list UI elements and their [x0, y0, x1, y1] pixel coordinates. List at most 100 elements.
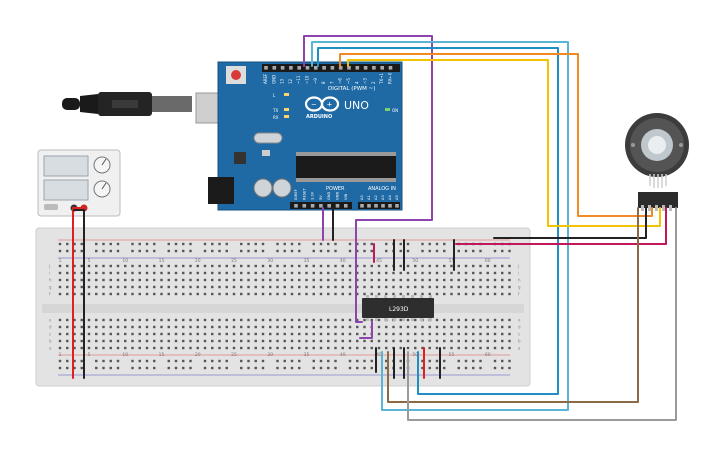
column-number: 20 — [195, 258, 201, 264]
row-letter: e — [49, 318, 52, 323]
digital-pin-label: ~9 — [313, 78, 318, 84]
column-number: 50 — [412, 258, 418, 264]
column-number: 60 — [485, 258, 491, 264]
analog-pin[interactable] — [388, 204, 392, 208]
row-letter: c — [49, 332, 51, 337]
column-number: 30 — [267, 352, 273, 358]
power-pin[interactable] — [310, 204, 315, 208]
power-pin[interactable] — [294, 204, 298, 208]
column-number: 55 — [449, 258, 455, 264]
digital-pin-label: 7 — [329, 81, 334, 84]
power-pin-label: GND — [327, 192, 331, 200]
row-letter: i — [49, 271, 50, 276]
led-l-label: L — [273, 93, 276, 98]
wire-red-supply — [72, 207, 85, 379]
digital-pin[interactable] — [322, 66, 326, 70]
digital-pin-label: GND — [271, 75, 276, 84]
row-letter: f — [49, 292, 51, 297]
digital-pin-label: 4 — [354, 81, 359, 84]
power-pin-label: IOREF — [294, 189, 298, 200]
digital-pin[interactable] — [289, 66, 293, 70]
digital-pin-label: 13 — [280, 78, 285, 84]
atmega-chip — [296, 156, 396, 178]
analog-pin[interactable] — [381, 204, 385, 208]
digital-pin[interactable] — [272, 66, 277, 70]
digital-pin[interactable] — [280, 66, 285, 70]
column-number: 5 — [88, 352, 91, 358]
row-letter: d — [49, 325, 52, 330]
column-number: 25 — [231, 258, 237, 264]
digital-pin[interactable] — [380, 66, 384, 70]
row-letter: j — [48, 264, 50, 269]
power-pin[interactable] — [319, 204, 323, 208]
analog-pin[interactable] — [374, 204, 378, 208]
analog-pin[interactable] — [360, 204, 364, 208]
power-pin[interactable] — [344, 204, 348, 208]
digital-pin[interactable] — [338, 66, 343, 70]
l293d-chip[interactable]: L293D — [362, 295, 434, 321]
usb-cable — [62, 92, 227, 124]
encoder-motor[interactable] — [625, 113, 689, 211]
analog-header-pins[interactable] — [360, 204, 399, 208]
row-letter: f — [518, 292, 520, 297]
power-pin[interactable] — [335, 204, 340, 208]
digital-pin[interactable] — [330, 66, 335, 70]
digital-header-pins[interactable] — [264, 66, 393, 70]
power-pin[interactable] — [327, 204, 331, 208]
analog-pin-label: A1 — [367, 195, 371, 200]
digital-pin[interactable] — [388, 66, 393, 70]
digital-pin[interactable] — [347, 66, 351, 70]
wire-gray-encoder — [407, 207, 677, 421]
svg-text:−: − — [311, 101, 317, 109]
power-supply[interactable] — [37, 149, 121, 217]
column-number: 1 — [59, 258, 62, 264]
analog-pin-label: A3 — [381, 195, 385, 200]
digital-pin[interactable] — [314, 66, 318, 70]
digital-pin-label: ~10 — [305, 75, 310, 84]
column-number: 55 — [449, 352, 455, 358]
led-on-label: ON — [392, 108, 398, 113]
encoder-connector[interactable] — [638, 192, 678, 208]
digital-pin-label: AREF — [263, 73, 268, 84]
power-pin-label: 3.3V — [311, 191, 315, 200]
analog-pin[interactable] — [395, 204, 399, 208]
row-letter: i — [518, 271, 519, 276]
column-number: 60 — [485, 352, 491, 358]
power-header-pins[interactable] — [294, 204, 348, 208]
analog-pin[interactable] — [367, 204, 371, 208]
digital-pin[interactable] — [297, 66, 301, 70]
reset-button[interactable] — [231, 70, 241, 80]
column-number: 40 — [340, 352, 346, 358]
power-header-label: POWER — [326, 186, 345, 192]
power-pin-label: RESET — [302, 188, 306, 200]
digital-pin[interactable] — [372, 66, 376, 70]
digital-pin[interactable] — [355, 66, 360, 70]
row-letter: g — [49, 285, 52, 290]
row-letter: b — [518, 339, 521, 344]
column-number: 10 — [122, 352, 128, 358]
model-label: UNO — [344, 99, 369, 112]
column-number: 25 — [231, 352, 237, 358]
digital-pin[interactable] — [363, 66, 368, 70]
column-number: 15 — [159, 258, 165, 264]
column-number: 40 — [340, 258, 346, 264]
wire-purple-d13 — [303, 35, 433, 323]
column-number: 45 — [376, 352, 382, 358]
digital-pin-label: 8 — [321, 81, 326, 84]
wire-black-motor — [493, 207, 647, 239]
column-number: 20 — [195, 352, 201, 358]
row-letter: c — [518, 332, 520, 337]
digital-pin[interactable] — [305, 66, 310, 70]
digital-header-label: DIGITAL (PWM ~) — [328, 86, 375, 92]
digital-pin[interactable] — [264, 66, 268, 70]
analog-pin-label: A4 — [388, 195, 392, 200]
power-pin[interactable] — [302, 204, 307, 208]
digital-pin-label: RX←0 — [388, 72, 393, 84]
column-number: 35 — [304, 352, 310, 358]
digital-pin-label: ~5 — [346, 78, 351, 84]
